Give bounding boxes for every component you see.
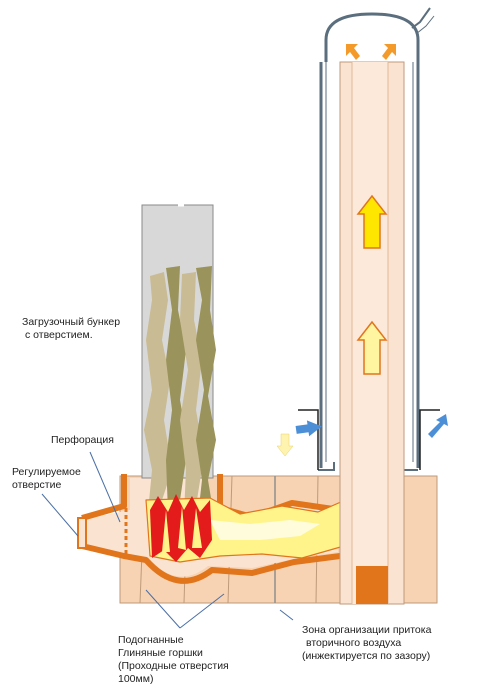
leader-pots-left — [145, 589, 181, 629]
adjustable-label-line: отверстие — [12, 479, 62, 491]
pots-label-line: (Проходные отверстия — [118, 660, 229, 672]
flow-arrows — [346, 44, 396, 375]
zone-label-line: (инжектируется по зазору) — [302, 650, 431, 662]
perforation-label: Перфорация — [51, 434, 114, 446]
zone-label-line: вторичного воздуха — [306, 637, 402, 649]
adjustable-opening-label: Регулируемое отверстие — [12, 466, 81, 492]
exhaust-pipe — [411, 7, 431, 29]
adjustable-opening — [77, 517, 87, 549]
exhaust-pipe-inner — [415, 15, 435, 35]
flow-arrow-up-icon — [356, 320, 388, 375]
pots-label-line: 100мм) — [118, 673, 154, 685]
clay-pots-label: Подогнанные Глиняные горшки (Проходные о… — [118, 634, 229, 686]
leader-lines — [41, 451, 294, 629]
leader-perforation — [89, 451, 121, 523]
channel-lower-wall — [81, 543, 341, 584]
secondary-air-zone-label: Зона организации притока вторичного возд… — [302, 624, 431, 663]
hopper-label-line: Загрузочный бункер — [22, 316, 121, 328]
pots-label-line: Подогнанные — [118, 634, 184, 646]
pots-label-line: Глиняные горшки — [118, 647, 203, 659]
flow-arrow-turn-left-icon — [346, 44, 360, 60]
barrel-top — [324, 12, 420, 62]
casing-left — [298, 409, 319, 470]
flame-core — [210, 520, 320, 540]
fuel-sticks — [144, 266, 216, 516]
fuel-stick — [196, 266, 216, 516]
air-inflow-arrow-icon — [428, 414, 448, 438]
leader-adjustable — [41, 493, 79, 537]
adjustable-label-line: Регулируемое — [12, 466, 81, 478]
hopper-label: Загрузочный бункер с отверстием. — [22, 316, 120, 342]
leader-pots-right — [179, 593, 225, 629]
flame-yellow-tongues — [162, 506, 202, 552]
casing-right — [419, 409, 440, 470]
flow-arrow-turn-right-icon — [382, 44, 396, 60]
leader-zone — [279, 609, 294, 621]
flow-arrow-up-icon — [356, 194, 388, 249]
ash-plug — [356, 566, 388, 604]
air-arrows — [276, 414, 448, 457]
fuel-stick — [144, 272, 172, 512]
zone-label-line: Зона организации притока — [302, 624, 432, 636]
fuel-stick — [166, 266, 188, 512]
hopper-label-line: с отверстием. — [25, 329, 93, 341]
fuel-stick — [180, 272, 204, 514]
air-inflow-arrow-icon — [295, 420, 322, 437]
secondary-air-arrow-icon — [276, 433, 294, 457]
